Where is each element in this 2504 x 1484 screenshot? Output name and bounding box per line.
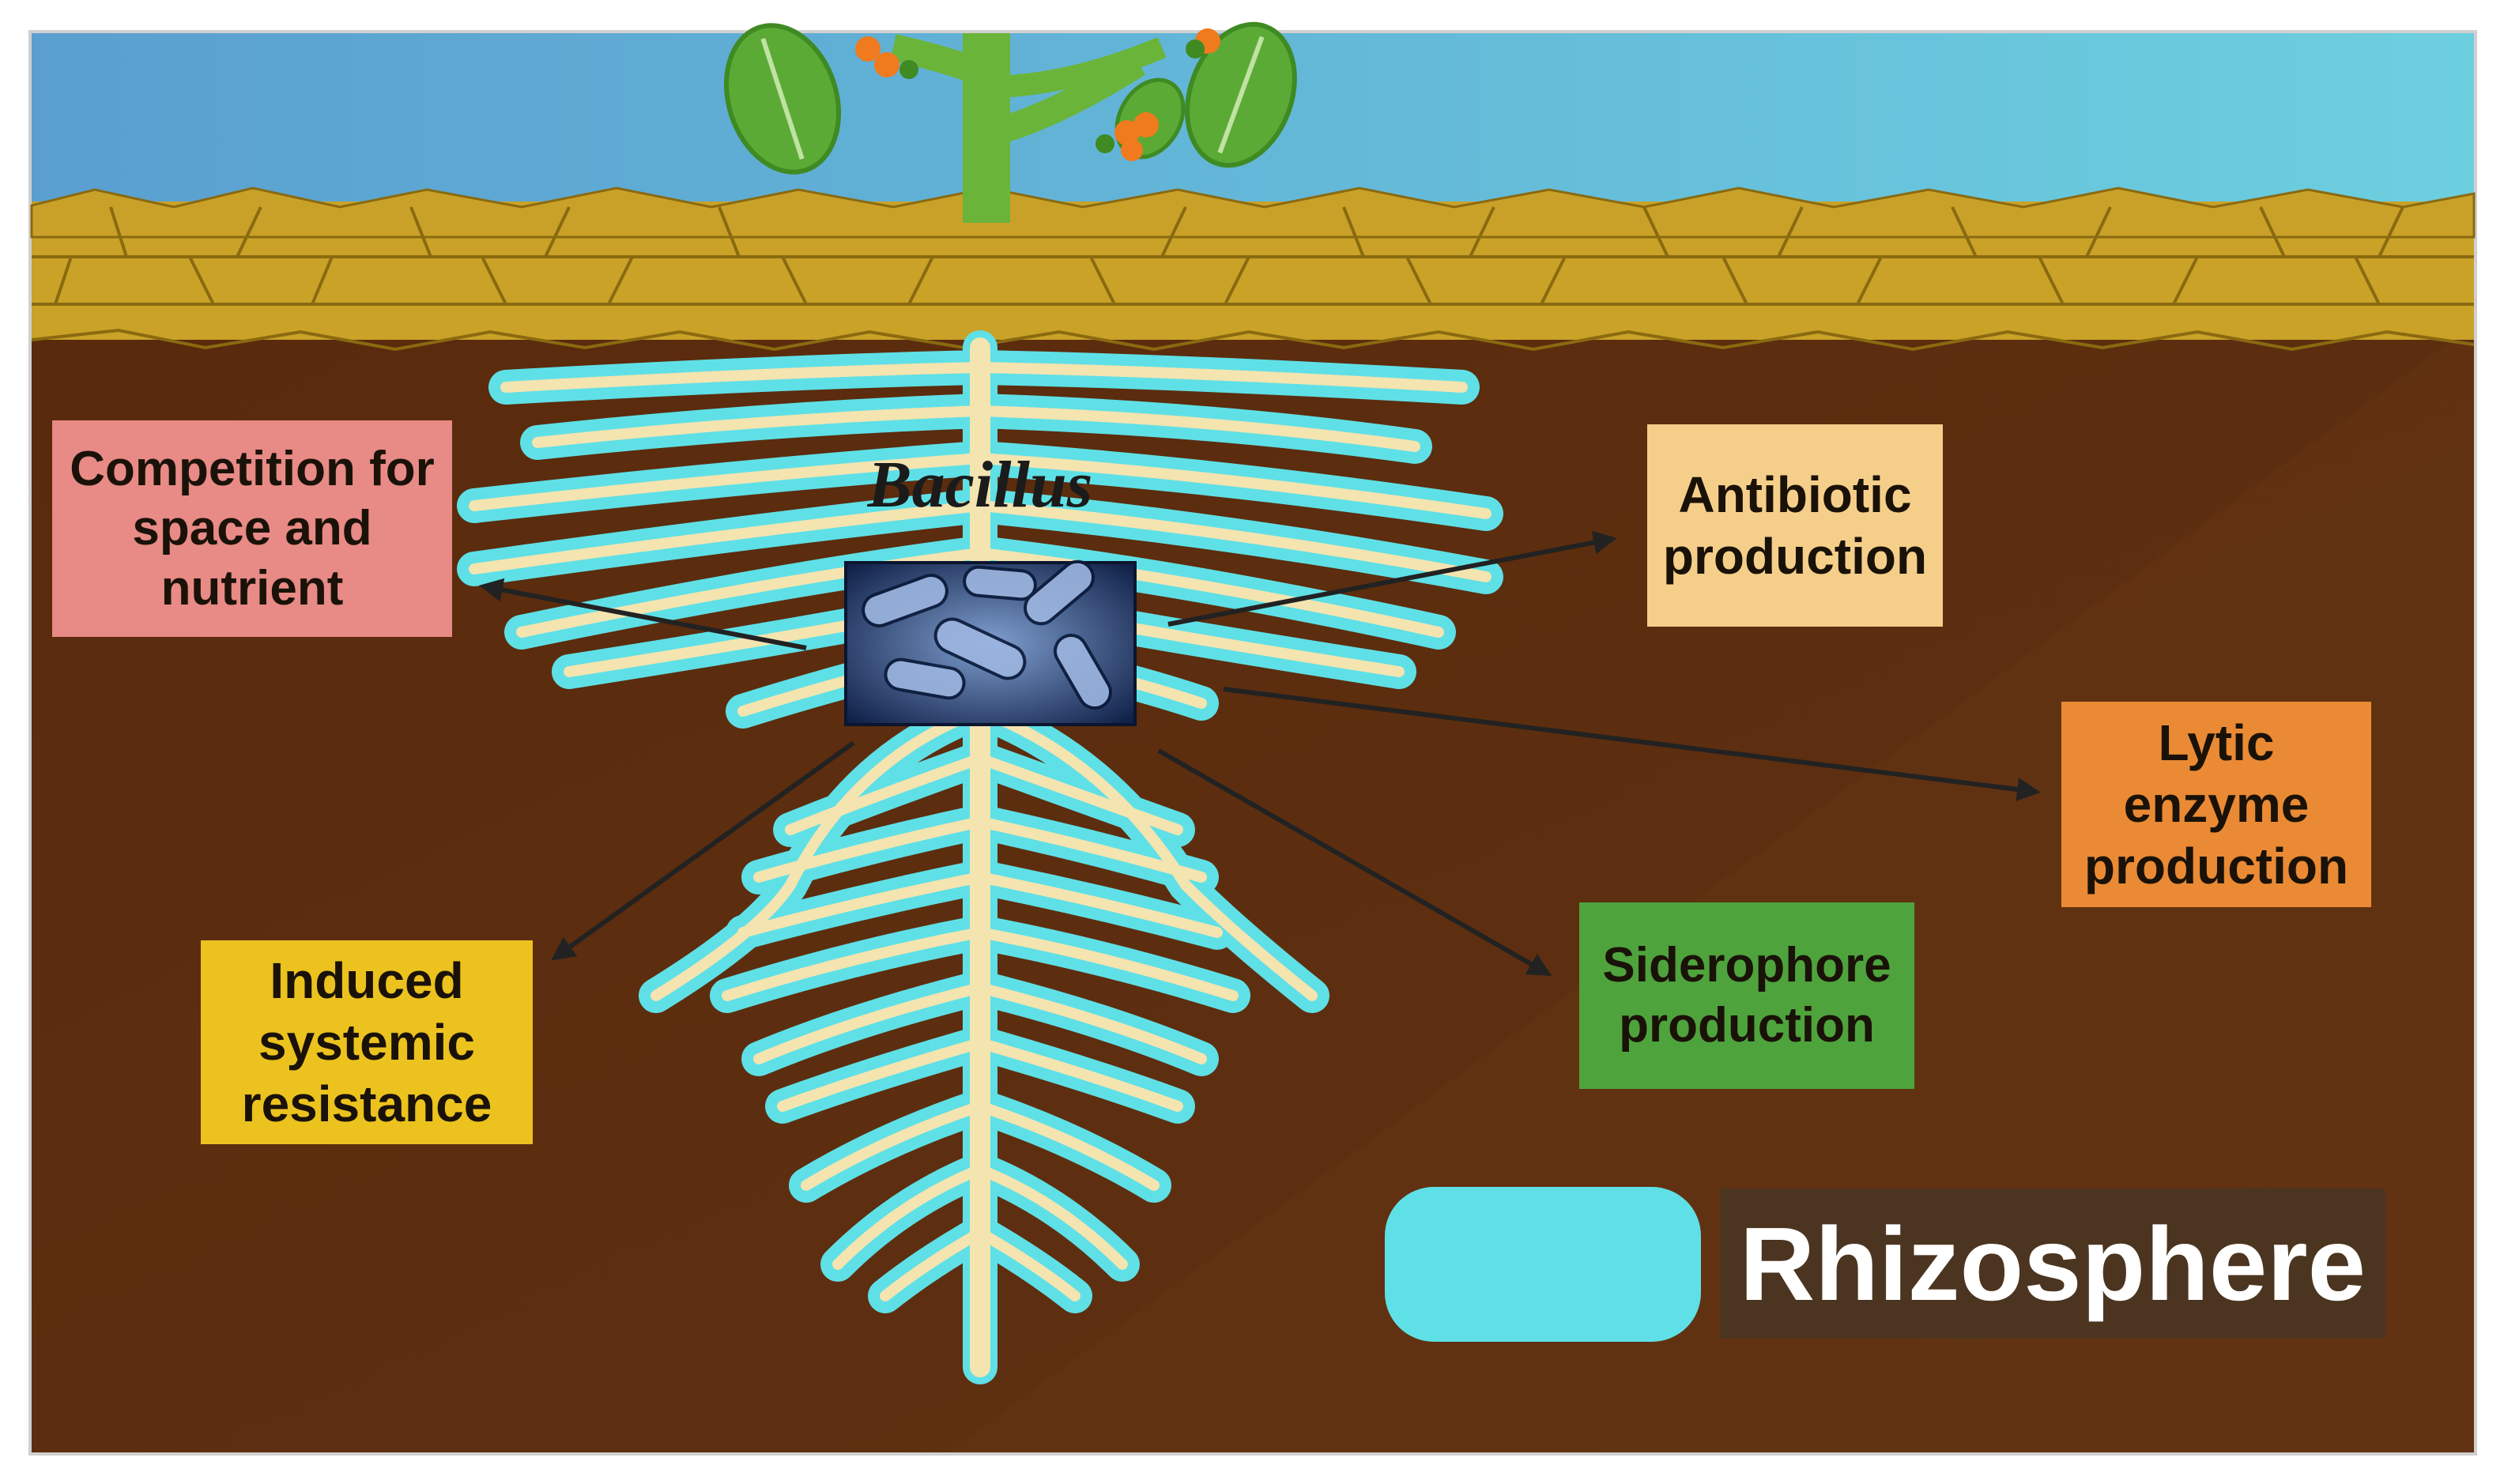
bacillus-micrograph <box>844 559 1137 726</box>
fruit-cluster <box>855 28 1220 161</box>
bacillus-title: Bacillus <box>867 448 1093 522</box>
antibiotic-box: Antibiotic production <box>1647 424 1943 627</box>
legend-label: Rhizosphere <box>1720 1188 2385 1339</box>
soil-shade <box>948 324 2474 1452</box>
lytic-enzyme-box: Lytic enzyme production <box>2061 702 2371 907</box>
arrow-to-siderophore <box>1157 748 1552 976</box>
arrow-to-lytic <box>1223 687 2041 801</box>
induced-systemic-resistance-box: Induced systemic resistance <box>201 940 533 1144</box>
competition-box: Competition for space and nutrient <box>52 420 452 637</box>
legend-swatch <box>1385 1187 1701 1342</box>
arrow-to-competition <box>479 578 807 650</box>
siderophore-box: Siderophore production <box>1579 902 1914 1089</box>
arrow-to-antibiotic <box>1167 530 1617 627</box>
arrows <box>479 530 2041 976</box>
root-system <box>457 330 1503 1384</box>
plant <box>723 21 1297 223</box>
soil-surface <box>30 186 2476 352</box>
arrow-to-isr <box>551 740 855 961</box>
